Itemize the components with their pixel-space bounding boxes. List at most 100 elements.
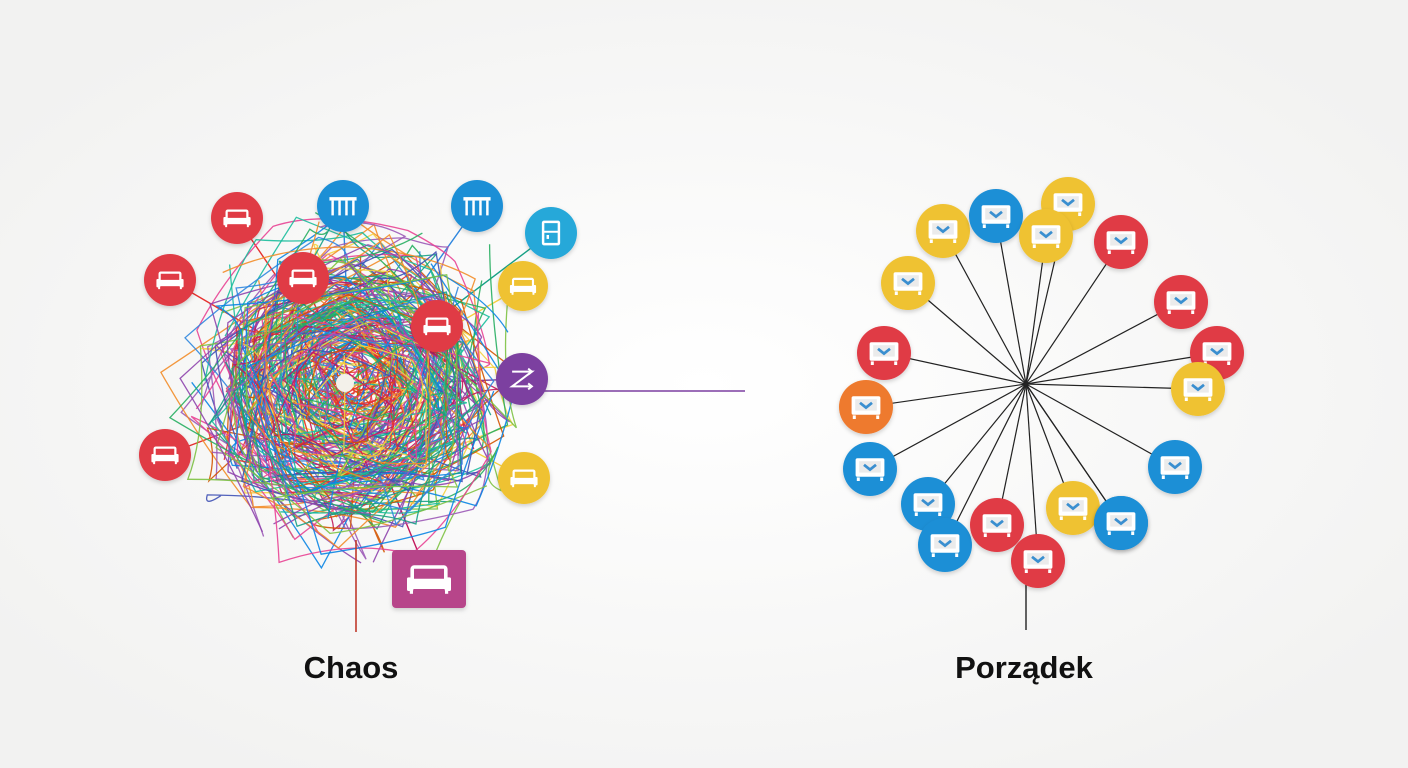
order-node: [918, 518, 972, 572]
chaos-node-circle: [317, 180, 369, 232]
chaos-node: [317, 180, 369, 232]
chaos-node: [211, 192, 263, 244]
sofa-icon: [855, 458, 885, 481]
sofa-icon: [869, 342, 899, 365]
sofa-icon: [1106, 512, 1136, 535]
order-nodes: [839, 177, 1244, 588]
tangle-line: [204, 231, 491, 514]
cabinet-icon: [541, 220, 561, 246]
order-node: [1046, 481, 1100, 535]
sofa-icon: [156, 271, 184, 290]
chaos-node: [277, 252, 329, 304]
sofa-icon: [423, 317, 451, 336]
order-node: [970, 498, 1024, 552]
tangle-line: [329, 374, 404, 457]
sofa-icon: [509, 277, 537, 295]
order-node: [1154, 275, 1208, 329]
order-diagram: [839, 177, 1244, 630]
chaos-node: [498, 452, 550, 504]
shuffle-icon: [509, 367, 535, 391]
sofa-icon: [1160, 456, 1190, 479]
tangle-line: [312, 352, 373, 411]
order-node: [916, 204, 970, 258]
tangle-line: [305, 345, 388, 444]
tangle-center: [336, 374, 354, 392]
tangle-line: [314, 317, 420, 426]
order-node: [881, 256, 935, 310]
order-node: [969, 189, 1023, 243]
tangle-line: [235, 274, 459, 502]
chaos-node: [498, 261, 548, 311]
sofa-icon: [510, 469, 538, 488]
order-node: [1171, 362, 1225, 416]
order-node: [901, 477, 955, 531]
tangle-line: [238, 266, 406, 423]
tangle-line: [245, 290, 397, 477]
chaos-node: [496, 353, 548, 405]
chaos-diagram: [139, 180, 745, 632]
sofa-icon: [151, 446, 179, 465]
order-spoke: [1025, 383, 1039, 562]
order-spoke: [1025, 383, 1122, 524]
tangle-line: [242, 273, 492, 549]
tangle-line: [264, 233, 431, 481]
chaos-node-circle: [525, 207, 577, 259]
order-label: Porządek: [955, 650, 1093, 685]
sofa-icon: [1183, 378, 1213, 401]
order-node: [1011, 534, 1065, 588]
sofa-icon: [851, 396, 881, 419]
order-spoke: [1025, 383, 1199, 390]
tangle-line: [246, 310, 405, 456]
order-node: [843, 442, 897, 496]
sofa-icon: [407, 565, 451, 594]
order-spoke: [1025, 383, 1176, 468]
sofa-icon: [223, 209, 251, 228]
tangle-line: [257, 293, 452, 499]
order-spoke: [1025, 352, 1218, 385]
chaos-node: [144, 254, 196, 306]
order-node: [839, 380, 893, 434]
order-spoke: [1025, 301, 1182, 385]
chaos-node: [392, 550, 466, 608]
chaos-node: [139, 429, 191, 481]
order-spoke: [1025, 241, 1122, 385]
chaos-label: Chaos: [303, 650, 399, 685]
sofa-icon: [1106, 231, 1136, 254]
tangle-line: [179, 263, 485, 533]
tangle-line: [260, 349, 395, 445]
sofa-icon: [981, 205, 1011, 228]
sofa-icon: [928, 220, 958, 243]
tangle-line: [215, 257, 518, 535]
order-hub: [1023, 381, 1029, 387]
chaos-nodes: [139, 180, 577, 608]
order-spoke: [995, 215, 1027, 385]
sofa-icon: [1023, 550, 1053, 573]
order-node: [1094, 215, 1148, 269]
sofa-icon: [1058, 497, 1088, 520]
order-node: [1019, 209, 1073, 263]
tangle-line: [307, 305, 457, 474]
sofa-icon: [1031, 225, 1061, 248]
tangle-line: [241, 250, 463, 509]
sofa-icon: [930, 534, 960, 557]
order-spoke: [869, 383, 1027, 470]
table-icon: [329, 197, 357, 216]
sofa-icon: [289, 269, 317, 288]
tangle-line: [318, 319, 393, 402]
tangle-line: [229, 288, 489, 530]
tangle-line: [341, 354, 402, 403]
order-node: [857, 326, 911, 380]
table-icon: [463, 197, 491, 216]
tangle-line: [314, 345, 424, 457]
chaos-node: [411, 300, 463, 352]
tangle-line: [240, 274, 499, 523]
tangle-line: [276, 295, 495, 526]
sofa-icon: [913, 493, 943, 516]
tangle-line: [249, 311, 492, 564]
order-spoke: [942, 230, 1027, 385]
order-node: [1094, 496, 1148, 550]
tangle-line: [238, 299, 486, 525]
order-spoke: [944, 383, 1027, 546]
order-node: [1148, 440, 1202, 494]
sofa-icon: [1053, 193, 1083, 216]
